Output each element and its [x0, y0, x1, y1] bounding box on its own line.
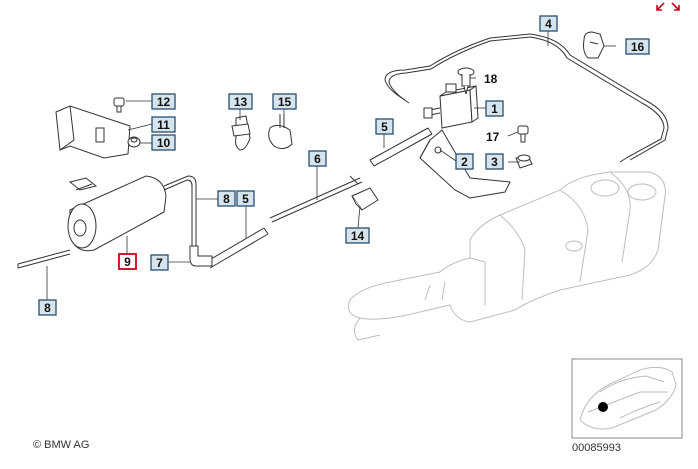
bolt [517, 125, 529, 143]
svg-text:1: 1 [491, 102, 498, 116]
svg-text:11: 11 [157, 118, 170, 132]
callout-5-lower[interactable]: 5 [236, 190, 255, 207]
purge-valve [423, 83, 479, 129]
callout-8-middle[interactable]: 8 [217, 190, 236, 207]
callout-3[interactable]: 3 [485, 153, 504, 170]
nut [515, 154, 533, 169]
hose-clamp [231, 115, 251, 151]
svg-text:10: 10 [157, 136, 171, 150]
rubber-grommet [127, 136, 141, 148]
hose-clip [351, 187, 379, 211]
callout-15[interactable]: 15 [272, 93, 297, 110]
callout-10[interactable]: 10 [151, 134, 176, 151]
carbon-canister [67, 175, 167, 252]
callout-11[interactable]: 11 [151, 116, 176, 133]
svg-text:4: 4 [545, 17, 552, 31]
line-clip [583, 31, 605, 59]
vehicle-location-thumbnail[interactable] [571, 358, 683, 439]
svg-text:8: 8 [223, 192, 230, 206]
callout-1[interactable]: 1 [485, 100, 504, 117]
callout-8-left[interactable]: 8 [38, 299, 57, 316]
svg-text:9: 9 [124, 255, 131, 269]
svg-text:8: 8 [44, 301, 51, 315]
svg-text:14: 14 [351, 229, 365, 243]
label-18[interactable]: 18 [484, 72, 498, 86]
pipe-6 [269, 175, 363, 223]
callout-5-upper[interactable]: 5 [375, 118, 394, 135]
svg-text:5: 5 [381, 120, 388, 134]
mounting-bracket [55, 105, 131, 159]
screw [113, 97, 125, 113]
vapor-line [384, 33, 669, 163]
callout-13[interactable]: 13 [228, 93, 253, 110]
callout-4[interactable]: 4 [539, 15, 558, 32]
exhaust-muffler-outline [347, 171, 666, 341]
svg-text:16: 16 [631, 40, 645, 54]
callout-9[interactable]: 9 [118, 253, 137, 270]
svg-text:6: 6 [314, 152, 321, 166]
callout-12[interactable]: 12 [151, 93, 176, 110]
svg-text:3: 3 [491, 155, 498, 169]
svg-text:15: 15 [278, 95, 292, 109]
svg-text:2: 2 [461, 155, 468, 169]
spring-clamp [268, 114, 293, 150]
svg-text:5: 5 [242, 192, 249, 206]
pipe-8-bent [163, 175, 197, 246]
callout-7[interactable]: 7 [150, 254, 169, 271]
diagram-number: 00085993 [572, 442, 621, 454]
elbow-connector [189, 245, 213, 267]
location-marker [598, 402, 608, 412]
svg-text:7: 7 [156, 256, 163, 270]
push-clip [457, 67, 475, 95]
pipe-8-left [17, 249, 71, 269]
callout-16[interactable]: 16 [625, 38, 650, 55]
svg-text:12: 12 [157, 95, 171, 109]
hose-upper [369, 127, 433, 167]
svg-text:13: 13 [234, 95, 248, 109]
label-17[interactable]: 17 [486, 130, 500, 144]
expand-arrows-icon[interactable] [656, 2, 680, 11]
callout-14[interactable]: 14 [345, 227, 370, 244]
copyright-text: © BMW AG [33, 439, 89, 451]
leader-lines [46, 31, 616, 300]
callout-6[interactable]: 6 [308, 150, 327, 167]
valve-bracket [419, 129, 511, 199]
callout-2[interactable]: 2 [455, 153, 474, 170]
hose-lower [205, 227, 269, 269]
